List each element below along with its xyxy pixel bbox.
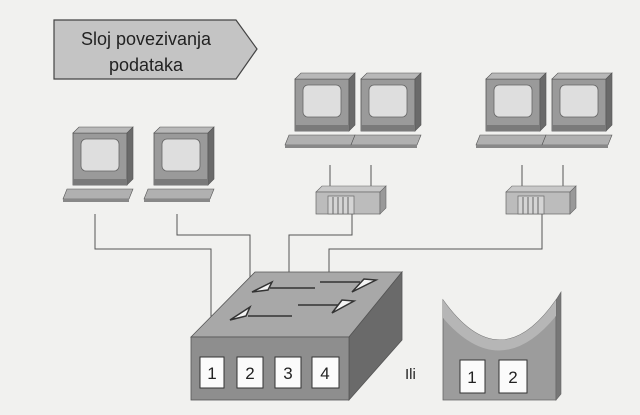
computer-icon xyxy=(143,126,215,203)
layer-label-line2: podataka xyxy=(109,55,184,75)
computer-icon xyxy=(62,126,134,203)
switch-arrows-icon xyxy=(229,278,379,321)
switch-port xyxy=(236,356,264,389)
bridge-device: 1 2 xyxy=(442,290,562,401)
switch-port xyxy=(311,356,340,389)
layer-label: Sloj povezivanja podataka xyxy=(53,19,258,80)
port-label: 2 xyxy=(245,364,254,383)
switch-port xyxy=(274,356,302,389)
port-label: 3 xyxy=(283,364,292,383)
bridge-port xyxy=(498,359,528,394)
port-label: 1 xyxy=(207,364,216,383)
switch-device: 1 2 3 4 xyxy=(190,270,403,402)
switch-port xyxy=(199,356,225,389)
or-label: Ili xyxy=(405,366,416,383)
bridge-port xyxy=(459,359,486,394)
switch-ports: 1 2 3 4 xyxy=(199,356,340,389)
port-label: 1 xyxy=(467,368,476,387)
computer-icon xyxy=(541,72,613,149)
layer-label-line1: Sloj povezivanja xyxy=(81,29,212,49)
computer-icon xyxy=(284,72,356,149)
port-label: 2 xyxy=(508,368,517,387)
computer-icon xyxy=(350,72,422,149)
port-label: 4 xyxy=(320,364,329,383)
cable-port-1 xyxy=(94,214,212,360)
server-icon xyxy=(505,185,577,215)
computer-icon xyxy=(475,72,547,149)
server-icon xyxy=(315,185,387,215)
